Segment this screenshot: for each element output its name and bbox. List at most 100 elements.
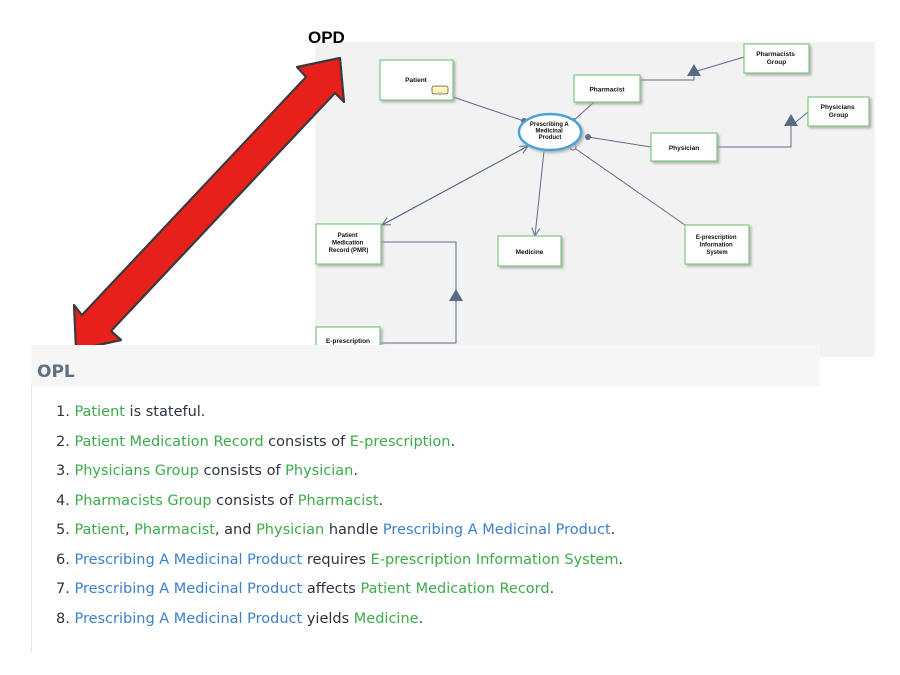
double-arrow-icon	[72, 56, 346, 352]
opd-opl-link-arrow	[72, 56, 346, 352]
opl-sentence-number: 5.	[56, 522, 75, 538]
opl-text: consists of	[211, 492, 298, 509]
opl-text: .	[618, 551, 624, 568]
object-pharmacists-group-label: Pharmacists Group	[756, 51, 796, 66]
opl-text: .	[549, 581, 555, 597]
opl-object-ref[interactable]: Physician	[256, 522, 325, 538]
agent-link-physician	[587, 136, 652, 148]
label-line: Information	[700, 243, 733, 249]
object-eprescription-label: E-prescription	[326, 338, 370, 345]
object-pmr-label: Patient Medication Record (PMR)	[329, 233, 369, 254]
label-line: Medicinal	[535, 129, 563, 135]
opl-object-ref[interactable]: Physicians Group	[74, 463, 199, 479]
opl-sentence: 8. Prescribing A Medicinal Product yield…	[56, 605, 623, 635]
opl-object-ref[interactable]: Patient	[74, 404, 125, 420]
opl-object-ref[interactable]: Patient Medication Record	[74, 433, 264, 450]
process-prescribing[interactable]: Prescribing A Medicinal Product	[517, 112, 583, 152]
aggregation-link-pharmacists-group	[693, 56, 745, 73]
opl-process-ref[interactable]: Prescribing A Medicinal Product	[74, 551, 303, 568]
opd-label: OPD	[308, 28, 345, 47]
opl-object-ref[interactable]: E-prescription	[349, 433, 451, 450]
opl-sentence: 3. Physicians Group consists of Physicia…	[56, 457, 623, 487]
label-line: Record (PMR)	[329, 248, 369, 254]
opl-sentence: 6. Prescribing A Medicinal Product requi…	[56, 546, 623, 576]
aggregation-triangles	[449, 64, 798, 301]
opl-text: requires	[302, 551, 371, 568]
opl-sentence-number: 7.	[56, 581, 75, 597]
opl-sentence: 7. Prescribing A Medicinal Product affec…	[56, 575, 623, 605]
label-line: Patient	[338, 233, 358, 239]
object-eps[interactable]: E-prescription Information System	[684, 224, 750, 265]
opl-object-ref[interactable]: Physician	[285, 463, 354, 479]
opl-text: is stateful.	[124, 404, 206, 420]
opl-object-ref[interactable]: Pharmacist	[134, 522, 215, 538]
opl-sentence-number: 2.	[56, 433, 75, 450]
result-link-medicine	[535, 150, 545, 236]
label-line: System	[706, 250, 727, 256]
opl-process-ref[interactable]: Prescribing A Medicinal Product	[74, 581, 303, 597]
label-line: Group	[767, 59, 787, 66]
object-patient-label: Patient	[405, 77, 428, 84]
effect-link-process-to-pmr	[382, 145, 529, 225]
opl-object-ref[interactable]: Pharmacists Group	[74, 492, 212, 509]
object-medicine[interactable]: Medicine	[497, 235, 562, 267]
agent-link-patient	[452, 96, 525, 122]
aggregation-link-pharmacist	[639, 72, 695, 88]
aggregation-link-physician	[717, 126, 792, 148]
opl-title: OPL	[37, 362, 75, 382]
opl-text: consists of	[198, 463, 286, 479]
opl-text: consists of	[263, 433, 350, 450]
object-eps-label: E-prescription Information System	[696, 235, 738, 256]
label-line: Group	[829, 112, 849, 119]
opl-text: .	[418, 610, 424, 627]
state-box[interactable]	[431, 85, 449, 95]
opl-text: .	[610, 522, 616, 538]
object-pharmacists-group[interactable]: Pharmacists Group	[743, 43, 810, 74]
opl-header-bar	[31, 345, 820, 387]
opl-text: handle	[324, 522, 383, 538]
agent-dot-physician	[585, 134, 591, 140]
opl-object-ref[interactable]: E-prescription Information System	[370, 551, 619, 568]
aggregation-triangle-physicians	[784, 114, 798, 126]
object-medicine-label: Medicine	[516, 249, 544, 256]
opl-object-ref[interactable]: Pharmacist	[297, 492, 379, 509]
opl-text: affects	[302, 581, 361, 597]
opl-sentence-number: 6.	[56, 551, 75, 568]
label-line: Product	[539, 135, 562, 141]
opl-sentence-number: 4.	[56, 492, 75, 509]
opl-text: .	[450, 433, 456, 450]
opl-process-ref[interactable]: Prescribing A Medicinal Product	[382, 522, 611, 538]
state-label: ...	[438, 89, 443, 95]
opl-sentence: 5. Patient, Pharmacist, and Physician ha…	[56, 516, 623, 546]
label-line: E-prescription	[696, 235, 737, 241]
opl-sentence-number: 3.	[56, 463, 75, 479]
opl-sentence-number: 8.	[56, 610, 75, 627]
object-physicians-group-label: Physicians Group	[821, 104, 857, 119]
opl-text: yields	[302, 610, 354, 627]
opl-text: ,	[124, 522, 135, 538]
aggregation-link-pmr	[381, 241, 457, 297]
opl-sentence-number: 1.	[56, 404, 75, 420]
opl-process-ref[interactable]: Prescribing A Medicinal Product	[74, 610, 303, 627]
label-line: Medication	[332, 241, 364, 247]
object-physicians-group[interactable]: Physicians Group	[807, 96, 870, 127]
label-line: Pharmacists	[756, 51, 795, 58]
label-line: Physicians	[821, 104, 855, 111]
aggregation-triangle-pmr	[449, 289, 463, 301]
opl-sentence: 4. Pharmacists Group consists of Pharmac…	[56, 487, 623, 517]
object-pmr[interactable]: Patient Medication Record (PMR)	[315, 223, 382, 265]
aggregation-link-eprescription	[380, 301, 457, 344]
object-patient[interactable]: Patient ...	[379, 59, 454, 101]
process-label: Prescribing A Medicinal Product	[530, 122, 570, 141]
opl-sentence: 1. Patient is stateful.	[56, 398, 623, 428]
opl-object-ref[interactable]: Patient	[74, 522, 125, 538]
opl-left-rule	[31, 387, 32, 652]
opl-object-ref[interactable]: Patient Medication Record	[360, 581, 550, 597]
opl-text: , and	[214, 522, 257, 538]
aggregation-triangle-pharmacists	[687, 64, 701, 76]
opl-object-ref[interactable]: Medicine	[353, 610, 419, 627]
label-line: Prescribing A	[530, 122, 569, 128]
object-physician[interactable]: Physician	[650, 132, 718, 162]
object-pharmacist[interactable]: Pharmacist	[573, 74, 641, 103]
